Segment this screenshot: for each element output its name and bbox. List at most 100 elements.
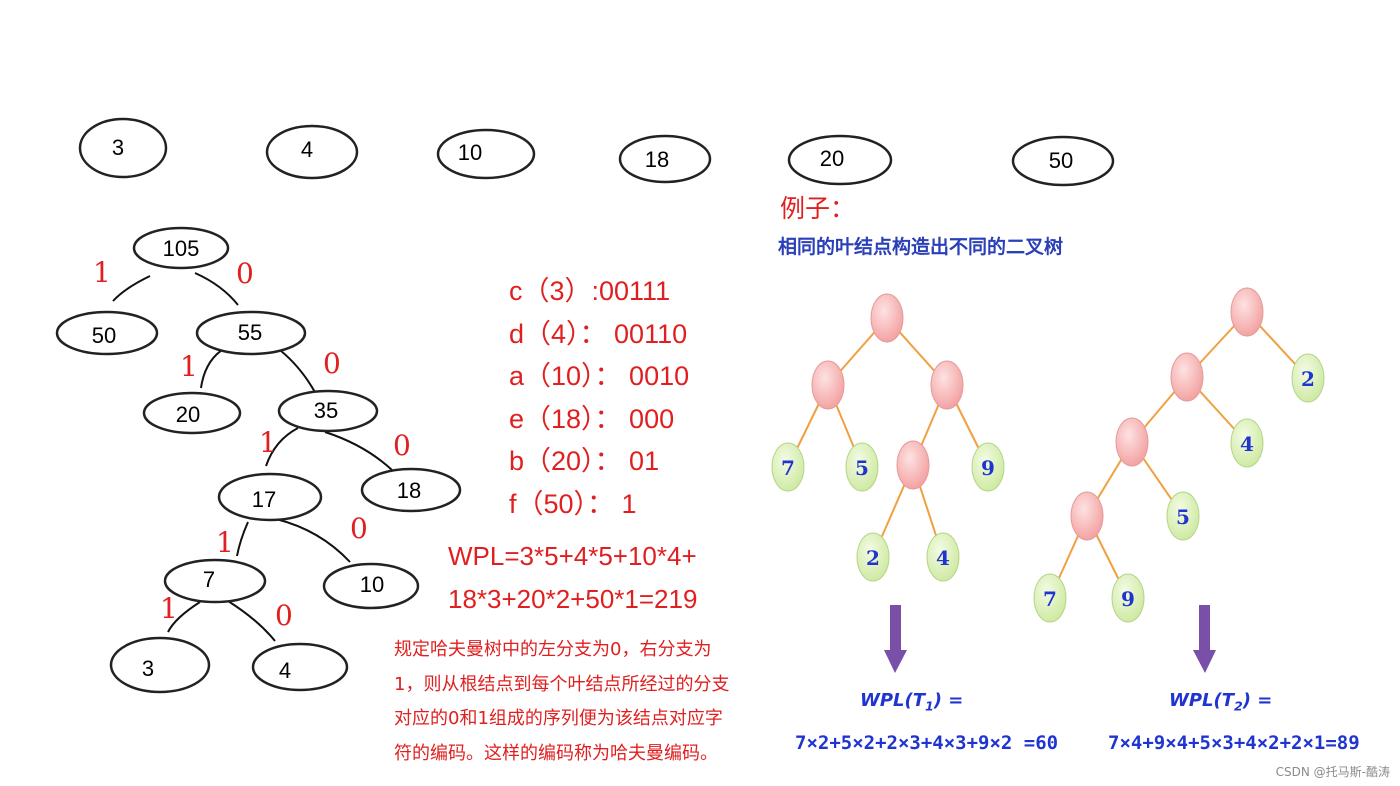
tree2-internal-nodes xyxy=(1070,287,1264,541)
svg-text:5: 5 xyxy=(855,456,869,480)
tree-edge xyxy=(275,518,351,563)
code-item: b（20）： 01 xyxy=(509,446,660,477)
tree-node: 7 xyxy=(163,558,267,604)
huffman-note: 规定哈夫曼树中的左分支为0，右分支为 1，则从根结点到每个叶结点所经过的分支 对… xyxy=(394,633,774,771)
edge-label-1: 1 xyxy=(93,256,111,289)
tree1-leaf-nodes: 7 5 9 2 4 xyxy=(771,442,1005,582)
svg-text:5: 5 xyxy=(1176,505,1190,529)
svg-text:2: 2 xyxy=(866,546,880,570)
edge-label-1: 1 xyxy=(180,350,198,383)
tree-edge xyxy=(227,600,276,642)
svg-text:10: 10 xyxy=(360,572,384,597)
svg-text:4: 4 xyxy=(301,137,313,162)
edge-label-0: 0 xyxy=(236,257,254,290)
wpl-line: WPL=3*5+4*5+10*4+ xyxy=(448,541,697,571)
tree1-edges xyxy=(787,317,989,558)
tree-node: 10 xyxy=(322,562,420,610)
svg-text:105: 105 xyxy=(163,236,200,261)
leaf-node: 4 xyxy=(1230,418,1264,468)
svg-text:9: 9 xyxy=(1121,587,1135,611)
svg-text:20: 20 xyxy=(176,402,200,427)
svg-text:17: 17 xyxy=(252,487,276,512)
code-item: e（18）： 000 xyxy=(509,403,675,434)
tree1-internal-nodes xyxy=(811,293,964,490)
tree-node: 55 xyxy=(195,310,307,356)
leaf-node: 2 xyxy=(1291,353,1325,403)
tree-node: 18 xyxy=(360,467,462,513)
edge-label-0: 0 xyxy=(393,429,411,462)
tree-edge xyxy=(112,275,151,302)
example-tree-1: 7 5 9 2 4 xyxy=(771,293,1005,582)
huffman-tree-nodes: 105 50 55 20 35 17 18 7 xyxy=(55,226,462,694)
tree-node: 3 xyxy=(109,636,211,694)
tree-edge xyxy=(194,272,239,306)
svg-text:9: 9 xyxy=(981,456,995,480)
tree-edge xyxy=(236,521,249,557)
svg-text:4: 4 xyxy=(936,546,950,570)
code-list: c（3）:00111 d（4）： 00110 a（10）： 0010 e（18）… xyxy=(509,270,689,526)
tree-node: 50 xyxy=(55,310,159,356)
tree-node: 4 xyxy=(251,642,349,692)
example-tree-2: 2 4 5 7 9 xyxy=(1033,287,1325,623)
weight-node: 4 xyxy=(265,124,359,180)
tree-edge xyxy=(324,431,393,471)
svg-text:7: 7 xyxy=(781,456,795,480)
down-arrow-icon xyxy=(1193,605,1216,673)
tree-node: 20 xyxy=(142,391,242,435)
leaf-node: 4 xyxy=(926,532,960,582)
svg-text:18: 18 xyxy=(645,147,669,172)
tree-node: 17 xyxy=(217,472,323,522)
svg-text:7: 7 xyxy=(1043,587,1057,611)
svg-text:4: 4 xyxy=(279,658,291,683)
tree2-leaf-nodes: 2 4 5 7 9 xyxy=(1033,353,1325,623)
svg-text:20: 20 xyxy=(820,146,844,171)
leaf-node: 2 xyxy=(856,532,890,582)
tree2-edges xyxy=(1049,311,1309,599)
edge-label-0: 0 xyxy=(350,512,368,545)
svg-text:7: 7 xyxy=(203,567,215,592)
edge-label-1: 1 xyxy=(259,426,277,459)
svg-text:55: 55 xyxy=(238,320,262,345)
tree-edge xyxy=(275,346,317,395)
branch-labels: 1 0 1 0 1 0 1 0 1 0 xyxy=(93,256,411,632)
tree-node-root: 105 xyxy=(132,226,230,270)
svg-text:3: 3 xyxy=(142,656,154,681)
leaf-node: 7 xyxy=(771,442,805,492)
note-line: 符的编码。这样的编码称为哈夫曼编码。 xyxy=(394,742,718,764)
weight-node: 50 xyxy=(1011,135,1115,187)
tree-edge xyxy=(200,347,226,389)
tree-edge xyxy=(265,427,299,467)
weight-node: 3 xyxy=(78,117,168,179)
leaf-node: 9 xyxy=(971,442,1005,492)
wpl-t1-expression: 7×2+5×2+2×3+4×3+9×2 =60 xyxy=(795,732,1059,754)
wpl-formula: WPL=3*5+4*5+10*4+ 18*3+20*2+50*1=219 xyxy=(448,535,697,621)
svg-text:2: 2 xyxy=(1301,367,1315,391)
svg-text:10: 10 xyxy=(458,140,482,165)
edge-label-0: 0 xyxy=(323,347,341,380)
example-subtitle: 相同的叶结点构造出不同的二叉树 xyxy=(778,236,1064,258)
example-title: 例子： xyxy=(780,194,856,223)
edge-label-0: 0 xyxy=(275,599,293,632)
leaf-node: 5 xyxy=(1166,491,1200,541)
weight-node: 10 xyxy=(436,128,536,180)
wpl-t1-label: WPL(T1) = xyxy=(860,690,964,714)
svg-text:50: 50 xyxy=(92,323,116,348)
wpl-line: 18*3+20*2+50*1=219 xyxy=(448,584,698,614)
svg-text:35: 35 xyxy=(314,398,338,423)
tree-node: 35 xyxy=(277,389,379,433)
code-item: c（3）:00111 xyxy=(509,276,671,306)
svg-text:50: 50 xyxy=(1049,148,1073,173)
edge-label-1: 1 xyxy=(216,526,234,559)
leaf-node: 7 xyxy=(1033,573,1067,623)
down-arrow-icon xyxy=(884,605,907,673)
edge-label-1: 1 xyxy=(160,592,178,625)
code-item: f（50）： 1 xyxy=(509,488,637,519)
code-item: d（4）： 00110 xyxy=(509,318,688,349)
wpl-t2-expression: 7×4+9×4+5×3+4×2+2×1=89 xyxy=(1108,732,1360,754)
leaf-node: 9 xyxy=(1111,573,1145,623)
wpl-t2-label: WPL(T2) = xyxy=(1169,690,1273,714)
svg-text:4: 4 xyxy=(1240,432,1254,456)
tree-edge xyxy=(167,601,201,633)
svg-text:18: 18 xyxy=(397,478,421,503)
